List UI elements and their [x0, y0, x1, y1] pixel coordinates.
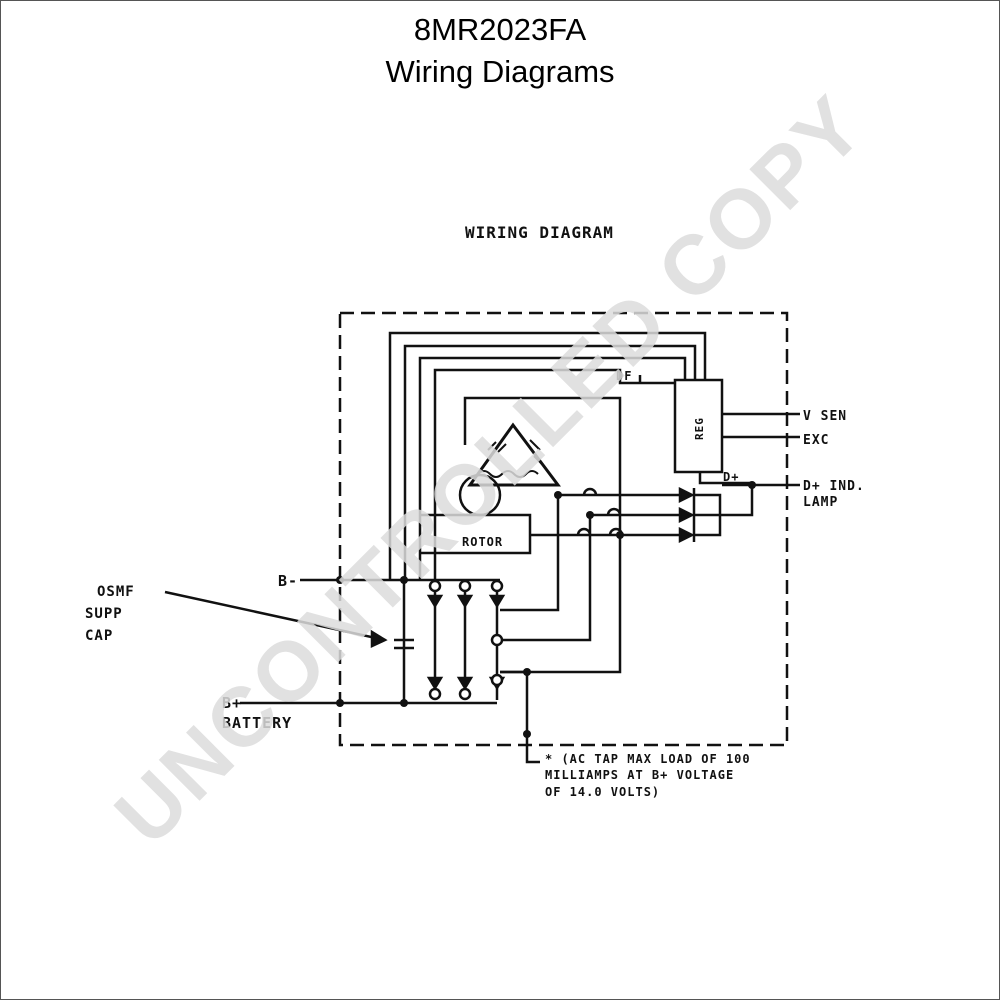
page-subtitle: Wiring Diagrams [385, 54, 615, 89]
cap-pointer [164, 590, 386, 642]
label-ind-lamp-1: D+ IND. [803, 479, 865, 494]
diagram-heading: WIRING DIAGRAM [465, 223, 614, 242]
part-number: 8MR2023FA [413, 12, 587, 47]
rotor-circle [458, 473, 502, 517]
regulator-box [673, 378, 724, 474]
wire-loop-2 [403, 344, 697, 580]
label-cap-3: CAP [85, 628, 113, 644]
wire-loop-3 [418, 356, 687, 580]
stator-winding [467, 422, 561, 487]
label-b-plus-1: B+ [222, 694, 242, 712]
note-line-1: * (AC TAP MAX LOAD OF 100 [545, 752, 751, 766]
label-exc: EXC [803, 433, 829, 448]
wire-loop-4 [433, 368, 675, 580]
note-line-3: OF 14.0 VOLTS) [545, 785, 660, 799]
label-df: DF [616, 369, 632, 383]
label-ind-lamp-2: LAMP [803, 495, 838, 510]
label-cap-2: SUPP [85, 606, 123, 622]
label-reg: REG [693, 417, 706, 440]
label-b-plus-2: BATTERY [222, 714, 292, 732]
stator-frame [463, 396, 622, 535]
label-d-plus: D+ [723, 470, 739, 484]
label-cap-1: OSMF [97, 584, 135, 600]
label-rotor: ROTOR [462, 535, 503, 549]
alternator-enclosure [338, 311, 789, 747]
wire-loop-1 [388, 331, 707, 580]
note-line-2: MILLIAMPS AT B+ VOLTAGE [545, 768, 734, 782]
label-v-sen: V SEN [803, 409, 847, 424]
label-b-minus: B- [278, 572, 298, 590]
